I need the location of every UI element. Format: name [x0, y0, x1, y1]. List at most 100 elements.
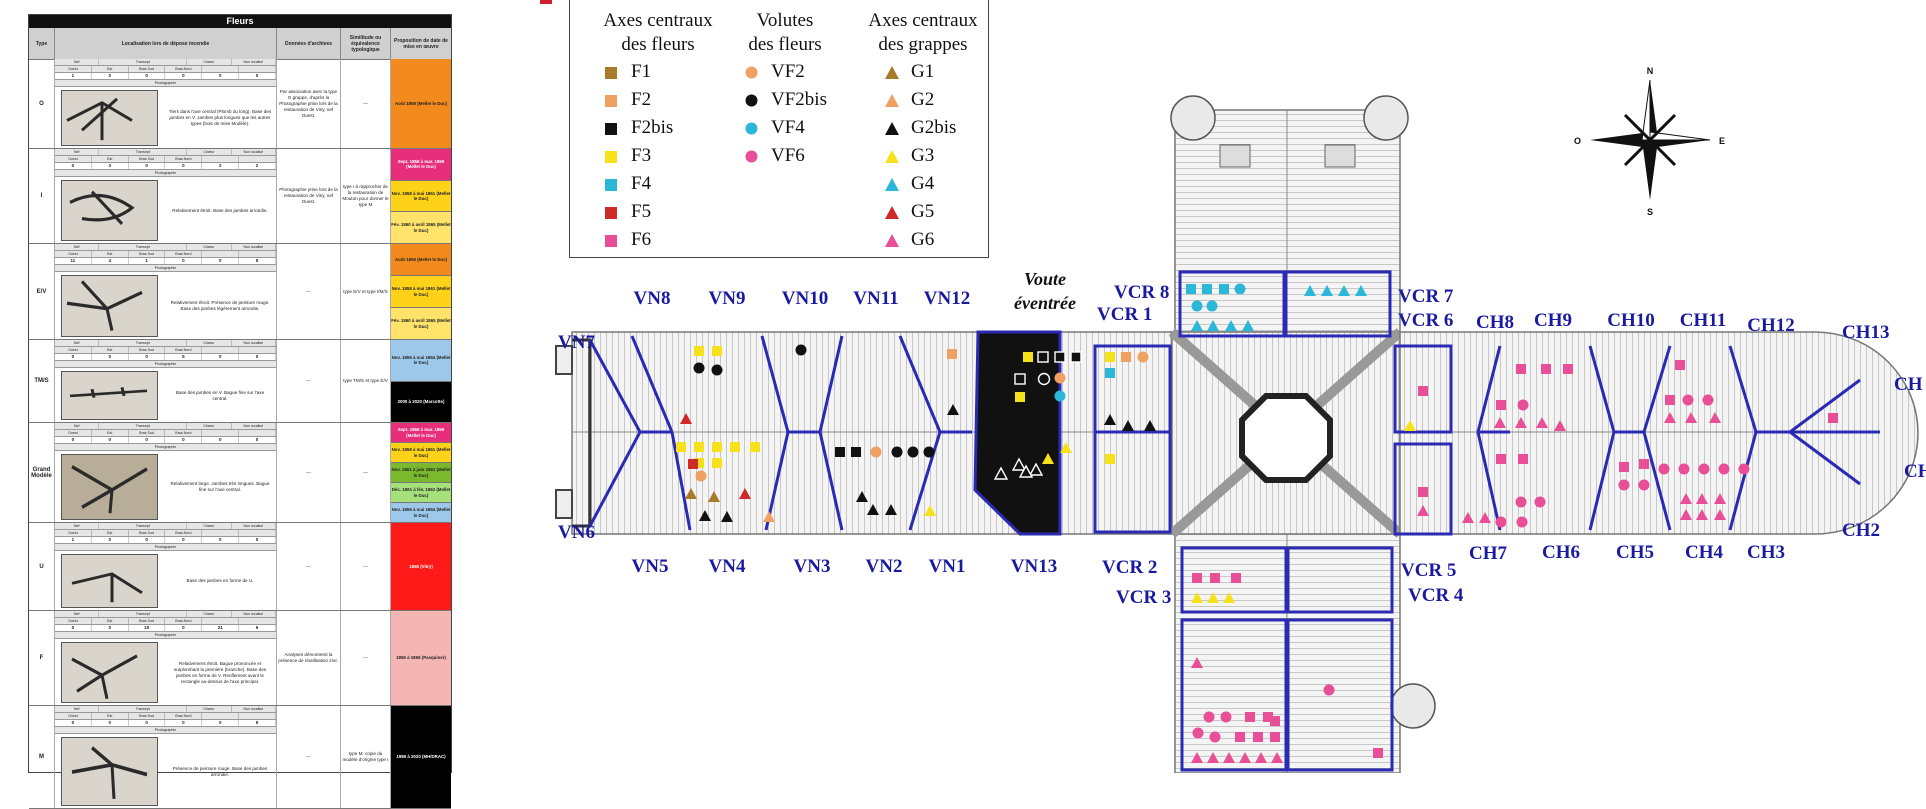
description: Relativement étroit. Bague prononcée et … [173, 660, 267, 684]
bay-label-ch6: CH6 [1542, 542, 1580, 563]
proposal-cell: Août 1859 (Mellet le Duc)Nov. 1858 à mai… [391, 244, 451, 339]
west-facade [572, 338, 592, 528]
collapsed-vault [973, 330, 1062, 536]
proposal-cell: 1858 (Vitry) [391, 523, 451, 610]
legend-label-f2: F2 [631, 89, 652, 110]
archives-cell: Par association avec la type O grappe, d… [277, 59, 341, 148]
archives-cell: Photographie prise lors de la restaurati… [277, 149, 341, 243]
description: Tiers dans l'axe central (Plomb du long)… [168, 109, 272, 126]
bay-label-ch5: CH5 [1616, 542, 1654, 563]
square-marker [1665, 395, 1675, 405]
square-marker [947, 349, 957, 359]
triangle-marker [1680, 493, 1692, 504]
circle-marker [1203, 711, 1215, 723]
description: Relativement large. Jambes très longues.… [170, 481, 270, 492]
circle-marker [891, 446, 903, 458]
square-marker [688, 459, 698, 469]
bay-label-ch7: CH7 [1469, 543, 1508, 564]
bay-label-ch9: CH9 [1534, 310, 1572, 331]
square-marker [712, 346, 722, 356]
sub-transept: Transept [99, 523, 188, 529]
circle-marker [1192, 727, 1204, 739]
compass-o: O [1574, 136, 1581, 146]
date-proposal: Août 1859 (Mellet le Duc) [391, 59, 451, 148]
triangle-marker [1207, 320, 1219, 331]
triangle-marker [680, 413, 692, 424]
bay-label-ch11: CH11 [1680, 310, 1726, 331]
triangle-marker [1144, 420, 1156, 431]
sub-nef: Nef [55, 706, 100, 712]
bay-label-vn6: VN6 [558, 522, 595, 543]
square-marker [1015, 392, 1025, 402]
bay-label-ch1a: CH [1894, 374, 1923, 395]
photo-header: Photographie [55, 80, 276, 87]
circle-marker [1234, 283, 1246, 295]
triangle-marker [1479, 512, 1491, 523]
triangle-marker [1696, 493, 1708, 504]
date-proposal: 1859 à 1866 (Pasquiner) [391, 611, 451, 705]
square-marker [750, 442, 760, 452]
similarity-cell: type E/V et type I/M/S [341, 244, 391, 339]
square-marker [1037, 351, 1049, 363]
date-proposal: Sept. 1858 à mar. 1859 (Mellet le Duc) [391, 149, 451, 181]
sub-non-localise: Non localisé [232, 59, 277, 65]
legend-label-f6: F6 [631, 229, 652, 250]
photo-thumbnail [61, 454, 158, 520]
square-marker [1231, 573, 1241, 583]
bay-label-ch12: CH12 [1747, 315, 1795, 336]
sub-non-localise: Non localisé [232, 523, 277, 529]
square-marker [1235, 732, 1245, 742]
legend-label-f2bis: F2bis [631, 117, 674, 138]
square-marker [1186, 284, 1196, 294]
circle-marker [1534, 496, 1546, 508]
square-marker [1014, 373, 1026, 385]
bay-label-vcr2: VCR 2 [1102, 557, 1157, 578]
square-marker [1563, 364, 1573, 374]
sub-choeur: Chœur [187, 149, 232, 155]
photo-header: Photographie [55, 632, 276, 639]
similarity-cell: type I à rapprocher de la restauration d… [341, 149, 391, 243]
square-marker [1202, 284, 1212, 294]
triangle-marker [993, 466, 1009, 480]
type-cell: TM/S [29, 340, 55, 422]
triangle-marker [1462, 512, 1474, 523]
bay-label-vn3: VN3 [794, 556, 831, 577]
square-marker [712, 442, 722, 452]
bay-label-vn1: VN1 [929, 556, 966, 577]
type-cell: I [29, 149, 55, 243]
triangle-marker [1042, 453, 1054, 464]
date-proposal: Fév. 1860 à avril 1865 (Mellet le Duc) [391, 308, 451, 339]
legend-label-f4: F4 [631, 173, 652, 194]
circle-marker [1638, 479, 1650, 491]
proposal-cell: Nov. 1859 à mai 1864 (Mellet le Duc)2000… [391, 340, 451, 422]
legend-marker-vf2 [745, 66, 758, 84]
legend-col1-head: Axes centraux des fleurs [603, 10, 713, 55]
triangle-marker [856, 491, 868, 502]
square-marker [730, 442, 740, 452]
table-title: Fleurs [29, 15, 451, 28]
sub-choeur: Chœur [187, 706, 232, 712]
triangle-marker [1104, 414, 1116, 425]
square-marker [1219, 284, 1229, 294]
date-proposal: Nov. 1858 à mai 1861 (Mellet le Duc) [391, 276, 451, 308]
bay-label-ch3: CH3 [1747, 542, 1785, 563]
photo-header: Photographie [55, 361, 276, 368]
triangle-marker [1714, 509, 1726, 520]
square-marker [1070, 351, 1082, 363]
triangle-marker [1304, 285, 1316, 296]
bay-label-vcr4: VCR 4 [1408, 585, 1464, 606]
circle-marker [1517, 399, 1529, 411]
triangle-marker [1191, 592, 1203, 603]
sub-choeur: Chœur [187, 423, 232, 429]
archives-cell: — [277, 523, 341, 610]
legend-label-g5: G5 [911, 201, 935, 222]
legend-marker-vf4 [745, 122, 758, 140]
date-proposal: 2000 à 2020 (Marcotte) [391, 381, 451, 422]
legend-label-g4: G4 [911, 173, 935, 194]
